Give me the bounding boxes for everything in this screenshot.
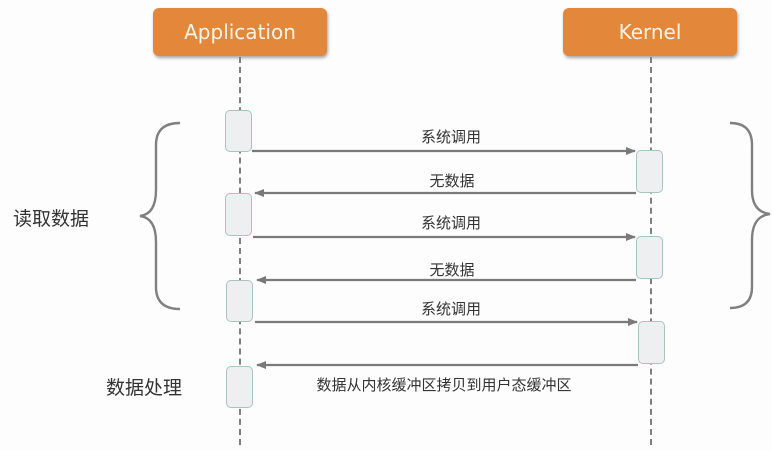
phase-label-read-data: 读取数据 bbox=[13, 208, 90, 230]
activation-application-2 bbox=[225, 193, 252, 236]
activation-kernel-2 bbox=[636, 236, 663, 279]
phase-label-process-data: 数据处理 bbox=[106, 377, 183, 399]
activation-application-3 bbox=[226, 280, 253, 322]
message-label-5: 系统调用 bbox=[420, 300, 482, 318]
activation-kernel-3 bbox=[638, 321, 665, 364]
message-label-1: 系统调用 bbox=[420, 128, 482, 146]
left-brace bbox=[139, 121, 181, 311]
actor-kernel: Kernel bbox=[563, 8, 737, 56]
message-label-4: 无数据 bbox=[429, 261, 475, 279]
message-label-3: 系统调用 bbox=[420, 214, 482, 232]
activation-application-4 bbox=[226, 366, 253, 408]
actor-kernel-label: Kernel bbox=[618, 20, 682, 44]
lifeline-application bbox=[239, 57, 241, 445]
actor-application-label: Application bbox=[184, 20, 296, 44]
activation-kernel-1 bbox=[636, 150, 663, 193]
actor-application: Application bbox=[153, 8, 327, 56]
message-label-6: 数据从内核缓冲区拷贝到用户态缓冲区 bbox=[316, 376, 572, 394]
message-label-2: 无数据 bbox=[429, 172, 475, 190]
right-brace bbox=[729, 121, 771, 310]
activation-application-1 bbox=[225, 110, 252, 152]
